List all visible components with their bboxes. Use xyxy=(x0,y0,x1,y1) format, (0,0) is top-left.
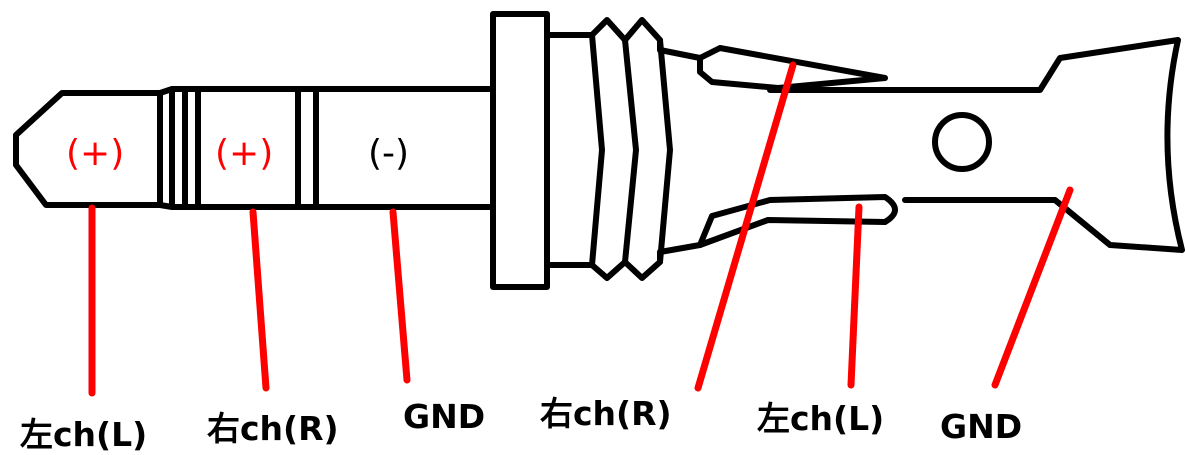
label-terminal-ground: GND xyxy=(940,407,1022,446)
sleeve-polarity: (-) xyxy=(368,133,409,174)
right-lug-leader xyxy=(694,61,797,392)
thread-body xyxy=(544,17,703,281)
thread-ridge-3 xyxy=(657,37,673,265)
sleeve-leader xyxy=(389,208,411,384)
plug-tip xyxy=(13,90,163,208)
ring-leader xyxy=(249,208,270,392)
left-channel-lug xyxy=(697,194,898,248)
label-ring-right-channel: 右ch(R) xyxy=(207,409,339,448)
plug-barrel xyxy=(157,86,496,210)
label-sleeve-ground: GND xyxy=(403,397,485,436)
label-tip-left-channel: 左ch(L) xyxy=(20,415,147,454)
ring-polarity: (+) xyxy=(215,133,273,174)
left-lug-leader xyxy=(847,203,863,389)
thread-ridge-1 xyxy=(589,32,605,268)
tip-polarity: (+) xyxy=(66,133,124,174)
thread-ridge-2 xyxy=(622,37,639,265)
ground-terminal xyxy=(767,37,1185,253)
plug-collar xyxy=(490,11,550,290)
label-terminal-left-channel: 左ch(L) xyxy=(757,399,884,438)
ground-terminal-hole xyxy=(932,112,992,172)
ground-leader xyxy=(991,186,1074,389)
label-terminal-right-channel: 右ch(R) xyxy=(540,394,672,433)
